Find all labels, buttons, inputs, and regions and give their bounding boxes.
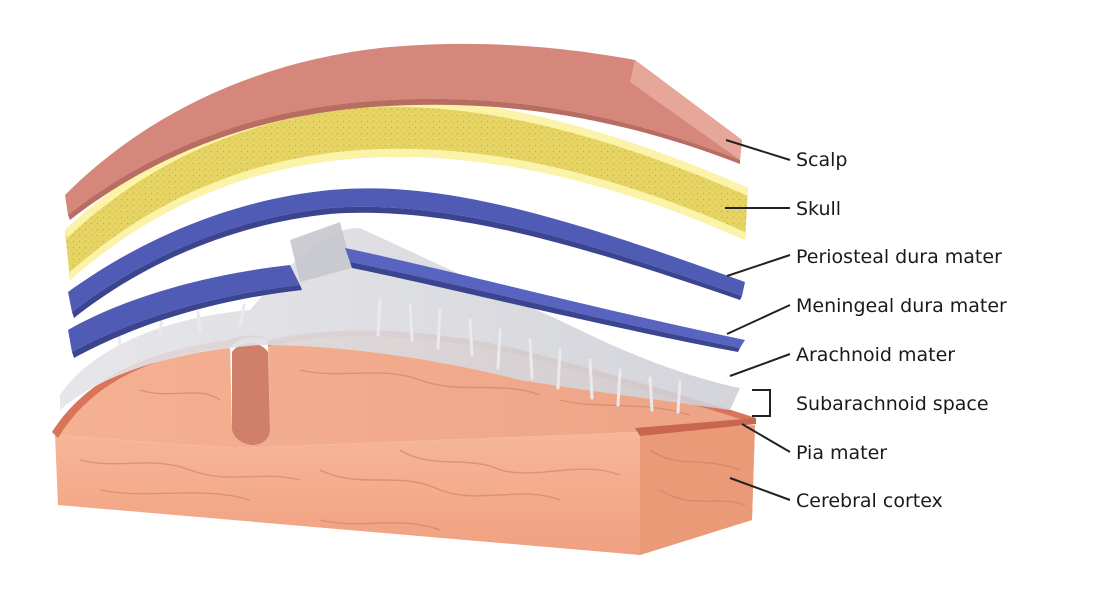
leader-periosteal: [726, 254, 791, 277]
label-cerebral-cortex: Cerebral cortex: [796, 490, 943, 512]
periosteal-dura-mater: [68, 188, 745, 318]
label-arachnoid-mater: Arachnoid mater: [796, 344, 956, 366]
leader-pia: [741, 423, 791, 453]
leader-cortex: [729, 477, 791, 501]
bracket-subarachnoid: [752, 389, 771, 417]
leader-scalp: [725, 139, 791, 161]
label-pia-mater: Pia mater: [796, 442, 888, 464]
skull: [65, 98, 748, 280]
meningeal-dura-mater: [68, 248, 745, 358]
cerebral-cortex: [52, 330, 756, 555]
leader-meningeal: [726, 304, 791, 335]
arachnoid-mater: [60, 222, 740, 414]
label-periosteal-dura-mater: Periosteal dura mater: [796, 246, 1002, 268]
scalp: [65, 43, 742, 220]
label-skull: Skull: [796, 198, 842, 220]
label-meningeal-dura-mater: Meningeal dura mater: [796, 295, 1007, 317]
leader-lines: [725, 139, 791, 501]
label-scalp: Scalp: [796, 149, 848, 171]
label-subarachnoid-space: Subarachnoid space: [796, 393, 989, 415]
leader-arachnoid: [729, 353, 791, 377]
